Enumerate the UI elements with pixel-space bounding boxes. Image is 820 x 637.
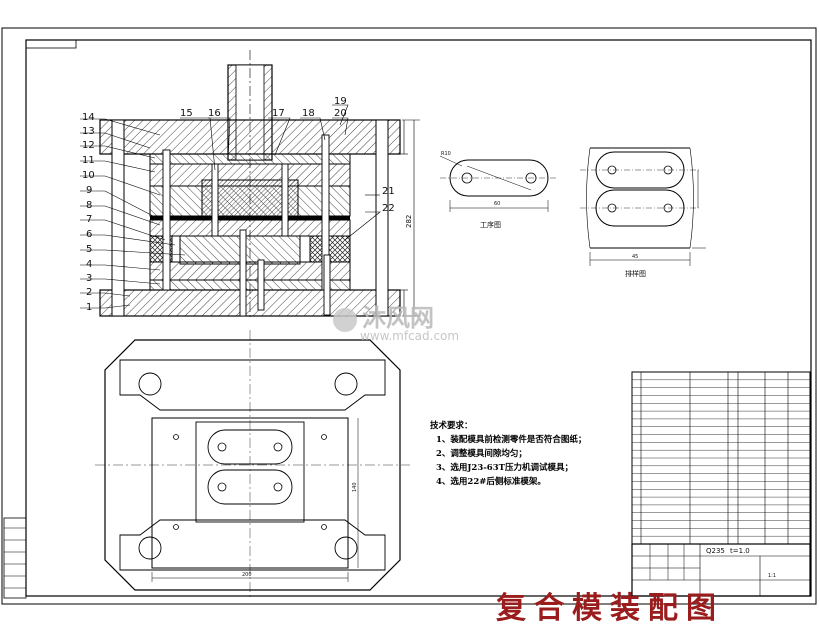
part-label-16: 16 [208,108,221,119]
pin-center-right [281,163,289,237]
process-view-label: 工序图 [480,220,501,229]
corner-code-box [25,39,77,49]
drawing-title: 复合模装配图 [496,591,724,626]
ejector-rod [239,229,247,317]
part-label-1: 1 [86,302,92,313]
guide-post-left [111,119,125,317]
part-label-20: 20 [334,108,347,119]
part-label-4: 4 [86,259,92,270]
part-label-19: 19 [334,96,347,107]
drawing-border-inner [25,39,812,597]
layout-view-label: 排样图 [625,269,646,278]
part-label-10: 10 [82,170,95,181]
title-block [631,543,811,597]
lower-pin-left [257,259,265,311]
tech-req-title: 技术要求： [430,420,473,431]
tech-requirements: 技术要求： 1、装配模具前检测零件是否符合图纸； 2、调整模具间隙均匀； 3、选… [430,420,586,487]
section-view [80,50,401,318]
part-label-13: 13 [82,126,95,137]
part-label-15: 15 [180,108,193,119]
top-view [95,330,410,598]
layout-view [580,147,706,266]
section-height-dimension [396,119,420,317]
part-label-8: 8 [86,200,92,211]
part-label-6: 6 [86,229,92,240]
guide-post-right [375,119,389,317]
dim-top-width: 200 [242,572,252,578]
strip-material [150,216,350,220]
watermark: 沐风网 www.mfcad.com [333,304,459,343]
part-labels: 14 13 12 11 10 9 8 7 6 5 4 3 2 1 15 16 1… [82,96,395,313]
bom-rows [632,379,810,537]
part-label-14: 14 [82,112,95,123]
punch-die-retainer [149,261,351,281]
watermark-url: www.mfcad.com [360,329,459,343]
process-view [439,155,558,212]
part-label-21: 21 [382,186,395,197]
tech-req-item-1: 1、装配模具前检测零件是否符合图纸； [436,434,586,445]
title-block-thickness: t=1.0 [730,547,750,555]
part-label-2: 2 [86,287,92,298]
screw-left [162,149,171,291]
tech-req-item-4: 4、选用22#后侧标准模架。 [436,476,546,487]
lower-backing-plate [149,279,351,291]
lower-pin-right [323,254,331,316]
part-label-11: 11 [82,155,95,166]
dim-process-width: 60 [494,201,500,207]
tech-req-item-2: 2、调整模具间隙均匀； [436,448,527,459]
pin-center-left [211,163,219,237]
stripper-plate [149,219,351,237]
dim-layout-pitch: 45 [632,254,638,260]
part-label-18: 18 [302,108,315,119]
part-label-17: 17 [272,108,285,119]
part-label-12: 12 [82,140,95,151]
part-label-5: 5 [86,244,92,255]
left-side-block [3,517,27,599]
title-block-scale: 1:1 [768,573,776,579]
dim-top-height: 140 [352,482,358,492]
dim-process-radius: R10 [441,151,451,157]
title-block-material: Q235 [706,547,725,555]
upper-backing-plate [149,153,351,165]
drawing-border-outer [1,27,817,605]
tech-req-item-3: 3、选用J23-63T压力机调试模具； [436,462,573,473]
watermark-brand: 沐风网 [362,304,434,332]
dim-total-height: 282 [405,215,413,228]
lower-die-base [99,289,401,317]
part-label-22: 22 [382,203,395,214]
part-label-9: 9 [86,185,92,196]
part-label-7: 7 [86,214,92,225]
part-label-3: 3 [86,273,92,284]
upper-die-base [99,119,401,155]
